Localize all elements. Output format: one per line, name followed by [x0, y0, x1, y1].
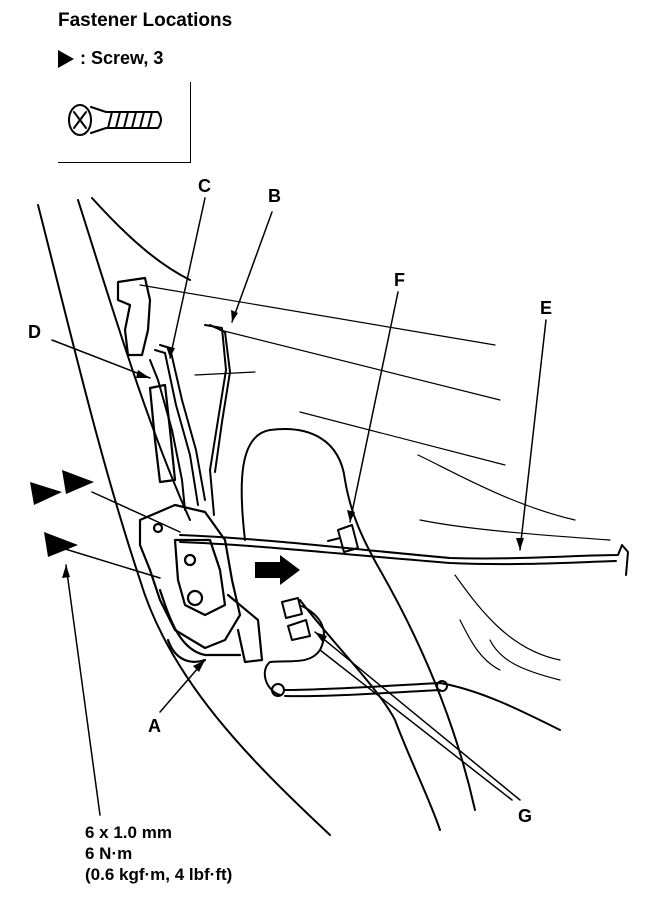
screw-marker-icon: [62, 470, 94, 494]
legend-screw-label: : Screw, 3: [80, 48, 164, 68]
spec-size: 6 x 1.0 mm: [85, 823, 172, 842]
torque-spec: 6 x 1.0 mm 6 N·m (0.6 kgf·m, 4 lbf·ft): [85, 822, 232, 885]
legend-title: Fastener Locations: [58, 10, 233, 31]
callout-f: F: [394, 270, 405, 290]
callout-b: B: [268, 186, 281, 206]
screw-inset-frame: [58, 82, 191, 163]
spec-torque-nm: 6 N·m: [85, 844, 133, 863]
screw-location-markers: [30, 470, 94, 557]
legend-screw-row: : Screw, 3: [58, 48, 163, 69]
screw-marker-icon: [30, 482, 62, 505]
lock-actuator: [116, 276, 264, 664]
callout-e: E: [540, 298, 553, 318]
screw-marker-icon: [44, 532, 78, 557]
direction-arrow-icon: [255, 555, 300, 585]
connectors: [263, 597, 561, 731]
callout-g: G: [518, 806, 533, 826]
filled-triangle-icon: [58, 49, 74, 68]
callout-a: A: [148, 716, 161, 736]
callout-d: D: [28, 322, 41, 342]
inner-panel-opening: [240, 428, 476, 831]
body-lines: [139, 284, 611, 681]
spec-torque-alt: (0.6 kgf·m, 4 lbf·ft): [85, 865, 233, 884]
leader-arrowheads: [62, 310, 524, 672]
leader-lines: [51, 197, 547, 816]
callout-c: C: [198, 176, 211, 196]
release-cable: [179, 534, 629, 576]
screw-illustration: [68, 104, 162, 136]
cable-clip: [327, 524, 359, 553]
lock-rods: [149, 324, 231, 516]
